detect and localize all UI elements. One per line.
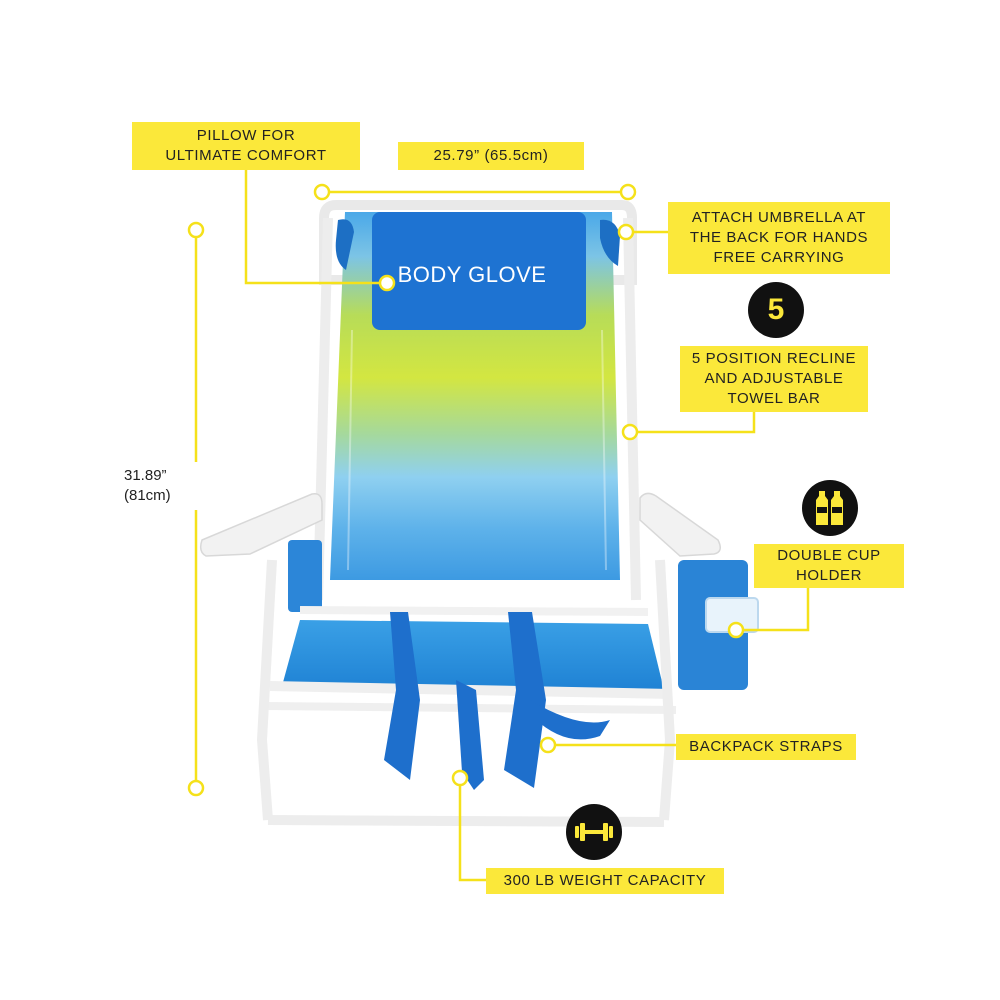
left-side-pocket (288, 540, 322, 612)
weight-capacity-callout: 300 LB WEIGHT CAPACITY (486, 868, 724, 894)
backpack-strap-right (504, 612, 546, 788)
right-armrest (639, 492, 721, 557)
dumbbell-icon (566, 804, 622, 860)
recline-callout: 5 POSITION RECLINE AND ADJUSTABLE TOWEL … (680, 346, 868, 412)
leader-dots (187, 183, 745, 797)
backpack-strap-left (384, 612, 420, 780)
backpack-straps-callout: BACKPACK STRAPS (676, 734, 856, 760)
leader-lines (194, 170, 810, 882)
backpack-strap-center (456, 680, 484, 790)
front-right-leg (655, 559, 676, 821)
recline-number-badge: 5 (748, 282, 804, 338)
chair-seat-fabric (282, 620, 664, 690)
left-armrest (199, 492, 323, 557)
chair-right-upright (623, 217, 641, 601)
bottles-icon (802, 480, 858, 536)
pillow-callout: PILLOW FOR ULTIMATE COMFORT (132, 122, 360, 170)
height-dimension-label: 31.89” (81cm) (124, 467, 171, 504)
pillow (372, 212, 586, 330)
towel-bar (299, 606, 649, 616)
umbrella-slot-left (335, 219, 354, 270)
brand-logo: BODY GLOVE (398, 262, 547, 287)
width-dimension-callout: 25.79” (65.5cm) (398, 142, 584, 170)
umbrella-callout: ATTACH UMBRELLA AT THE BACK FOR HANDS FR… (668, 202, 890, 274)
umbrella-slot-right (600, 219, 620, 266)
chair-left-upright (313, 217, 333, 601)
front-left-leg (256, 559, 277, 821)
cup-holder-callout: DOUBLE CUP HOLDER (754, 544, 904, 588)
